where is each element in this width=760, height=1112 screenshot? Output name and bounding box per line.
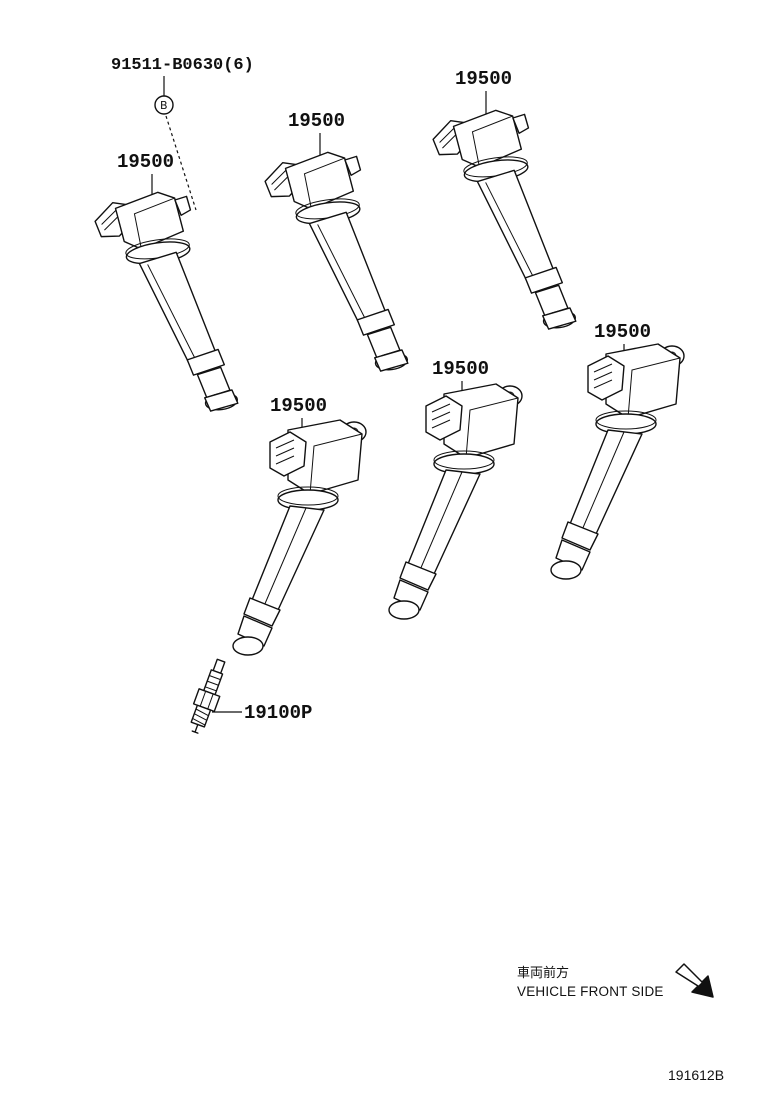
ignition-coil-4	[232, 419, 367, 656]
coil-5-label: 19500	[432, 358, 489, 380]
bolt-ref-circle	[154, 95, 174, 115]
bolt-dashed-line	[165, 115, 197, 211]
bolt-part-number: 91511-B0630(6)	[111, 56, 254, 75]
coil-6-label: 19500	[594, 321, 651, 343]
spark-plug	[190, 658, 226, 734]
ignition-coil-6	[550, 343, 685, 580]
coil-2-label: 19500	[288, 110, 345, 132]
vehicle-front-side-english: VEHICLE FRONT SIDE	[517, 984, 664, 999]
coil-1-label: 19500	[117, 151, 174, 173]
coil-4-label: 19500	[270, 395, 327, 417]
front-direction-arrow-icon	[675, 963, 714, 998]
spark-plug-label: 19100P	[244, 702, 312, 724]
ignition-coil-3	[429, 102, 578, 343]
ignition-coil-2	[261, 144, 410, 385]
figure-code: 191612B	[668, 1067, 725, 1083]
vehicle-front-side-japanese: 車両前方	[517, 966, 570, 981]
coil-3-label: 19500	[455, 68, 512, 90]
bolt-ref-letter: B	[160, 99, 168, 112]
ignition-coil-1	[91, 184, 240, 425]
ignition-coil-5	[388, 383, 523, 620]
